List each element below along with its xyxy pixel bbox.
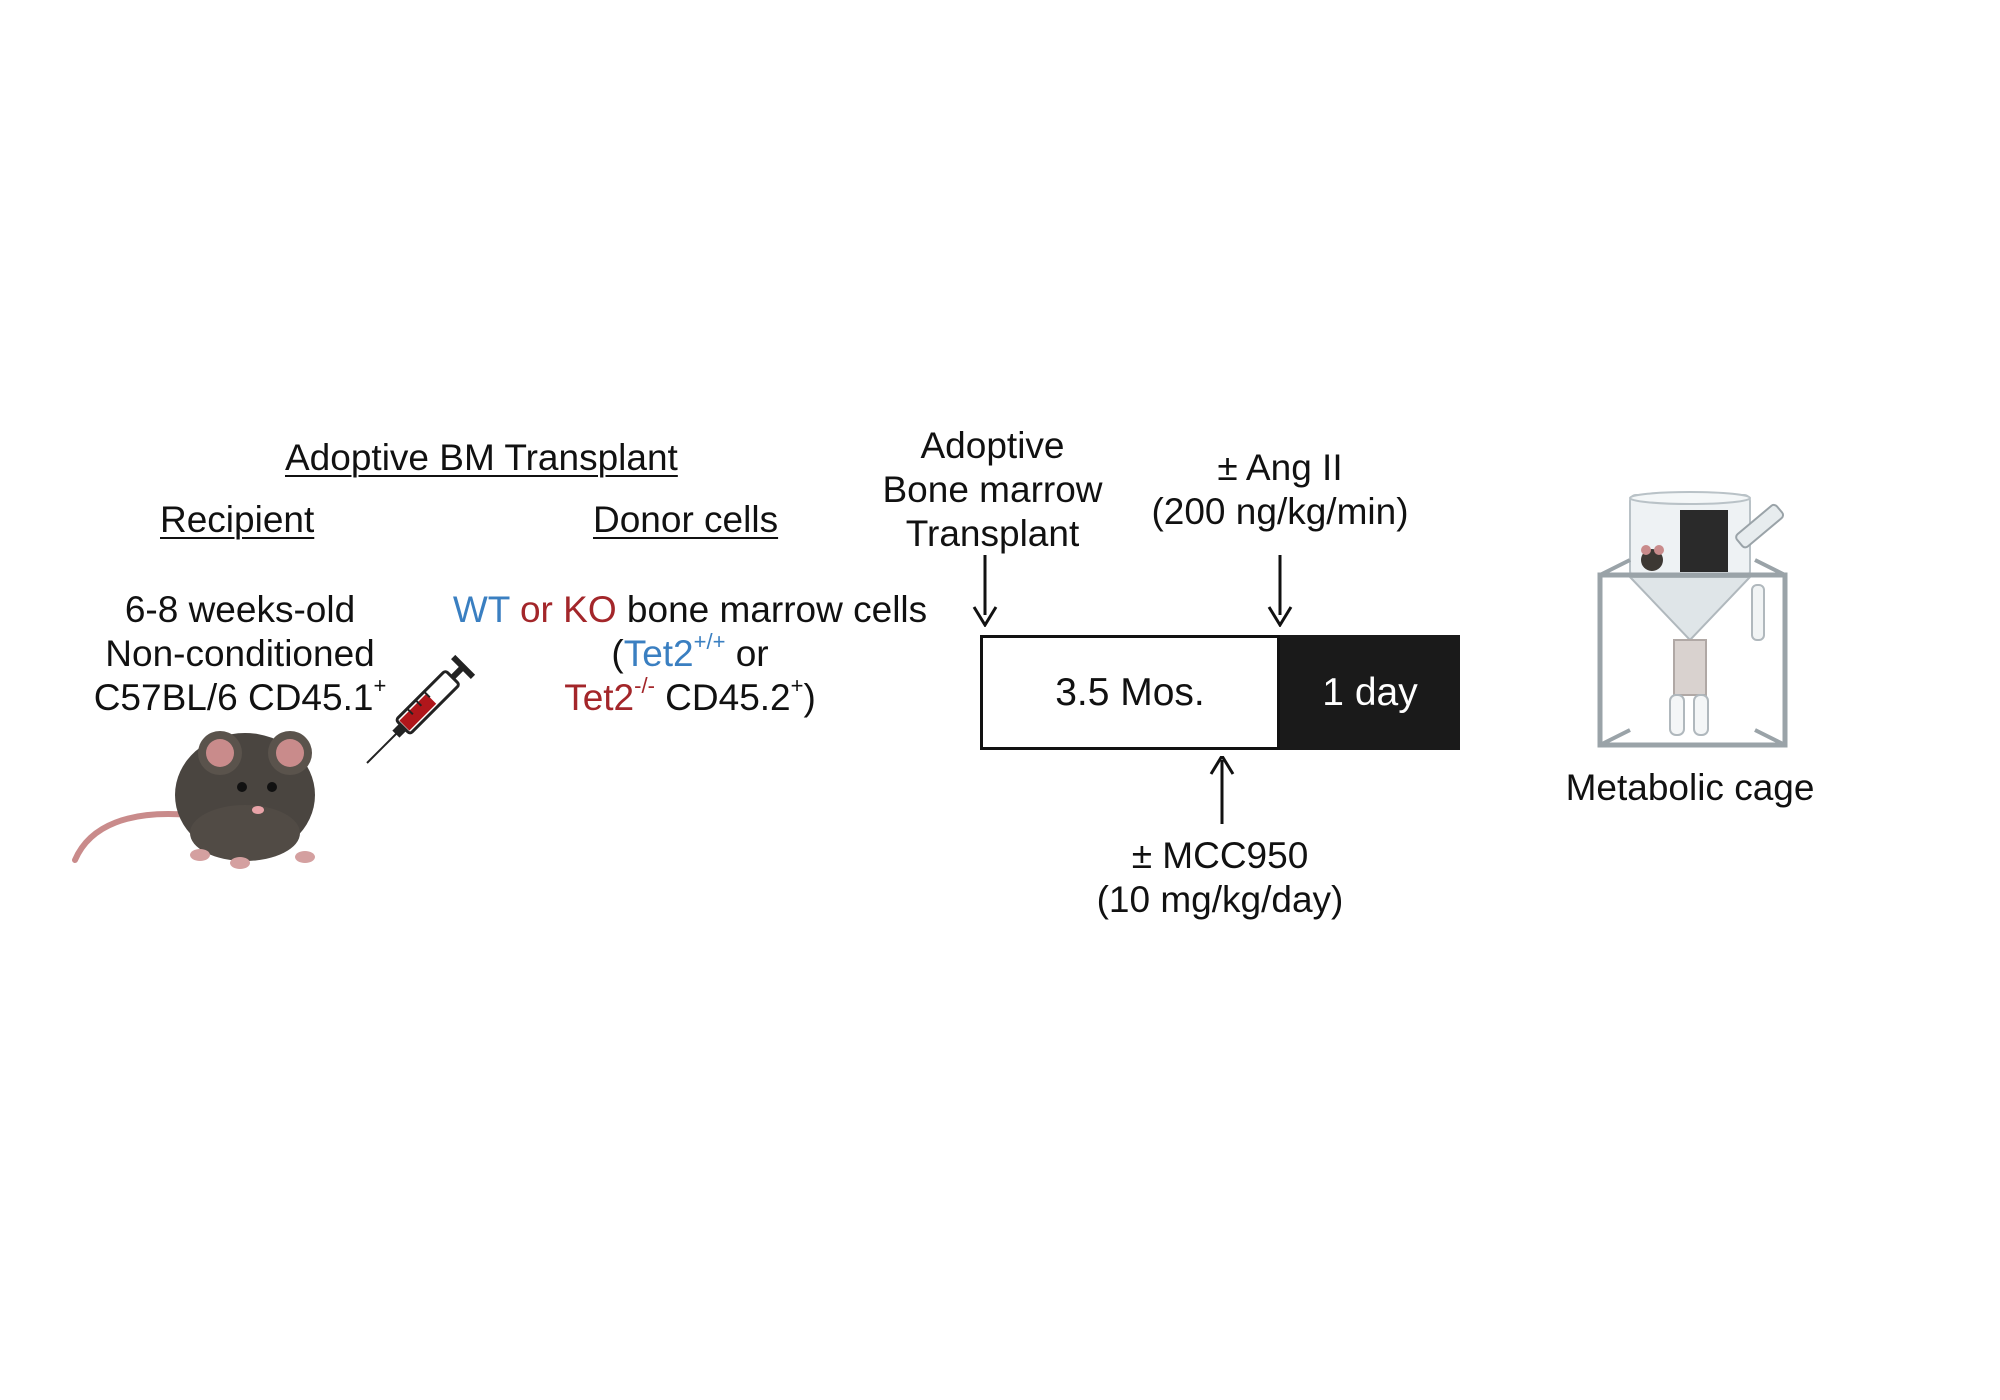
wt-label: WT — [452, 589, 510, 630]
arrow-down-icon — [972, 555, 998, 627]
recipient-strain: C57BL/6 CD45.1+ — [93, 672, 387, 718]
recipient-conditioning: Non-conditioned — [105, 633, 375, 674]
transplant-timepoint-label: Adoptive Bone marrow Transplant — [882, 425, 1103, 554]
donor-line-1: WT or KO bone marrow cells — [452, 589, 928, 630]
arrow-up-icon — [1209, 756, 1235, 824]
heading-recipient: Recipient — [160, 499, 315, 540]
metabolic-cage-label: Metabolic cage — [1565, 767, 1815, 808]
ang-ii-label: ± Ang II (200 ng/kg/min) — [1151, 447, 1409, 532]
arrow-down-icon — [1267, 555, 1293, 627]
heading-donor-cells: Donor cells — [593, 499, 779, 540]
metabolic-cage-illustration — [1597, 491, 1788, 748]
recipient-age: 6-8 weeks-old — [124, 589, 356, 630]
heading-adoptive-bm-transplant: Adoptive BM Transplant — [285, 437, 678, 478]
recipient-description: 6-8 weeks-old Non-conditioned C57BL/6 CD… — [60, 588, 420, 720]
donor-description: WT or KO bone marrow cells (Tet2+/+ or T… — [430, 588, 950, 720]
ko-label: KO — [563, 589, 617, 630]
donor-line-2: (Tet2+/+ or — [611, 628, 769, 674]
timeline-phase-3-5-months: 3.5 Mos. — [980, 635, 1280, 750]
mouse-illustration — [72, 731, 315, 869]
donor-line-3: Tet2-/- CD45.2+) — [564, 672, 816, 718]
timeline-phase-1-day: 1 day — [1280, 635, 1460, 750]
syringe-illustration — [366, 654, 476, 764]
mcc950-label: ± MCC950 (10 mg/kg/day) — [1096, 835, 1344, 920]
